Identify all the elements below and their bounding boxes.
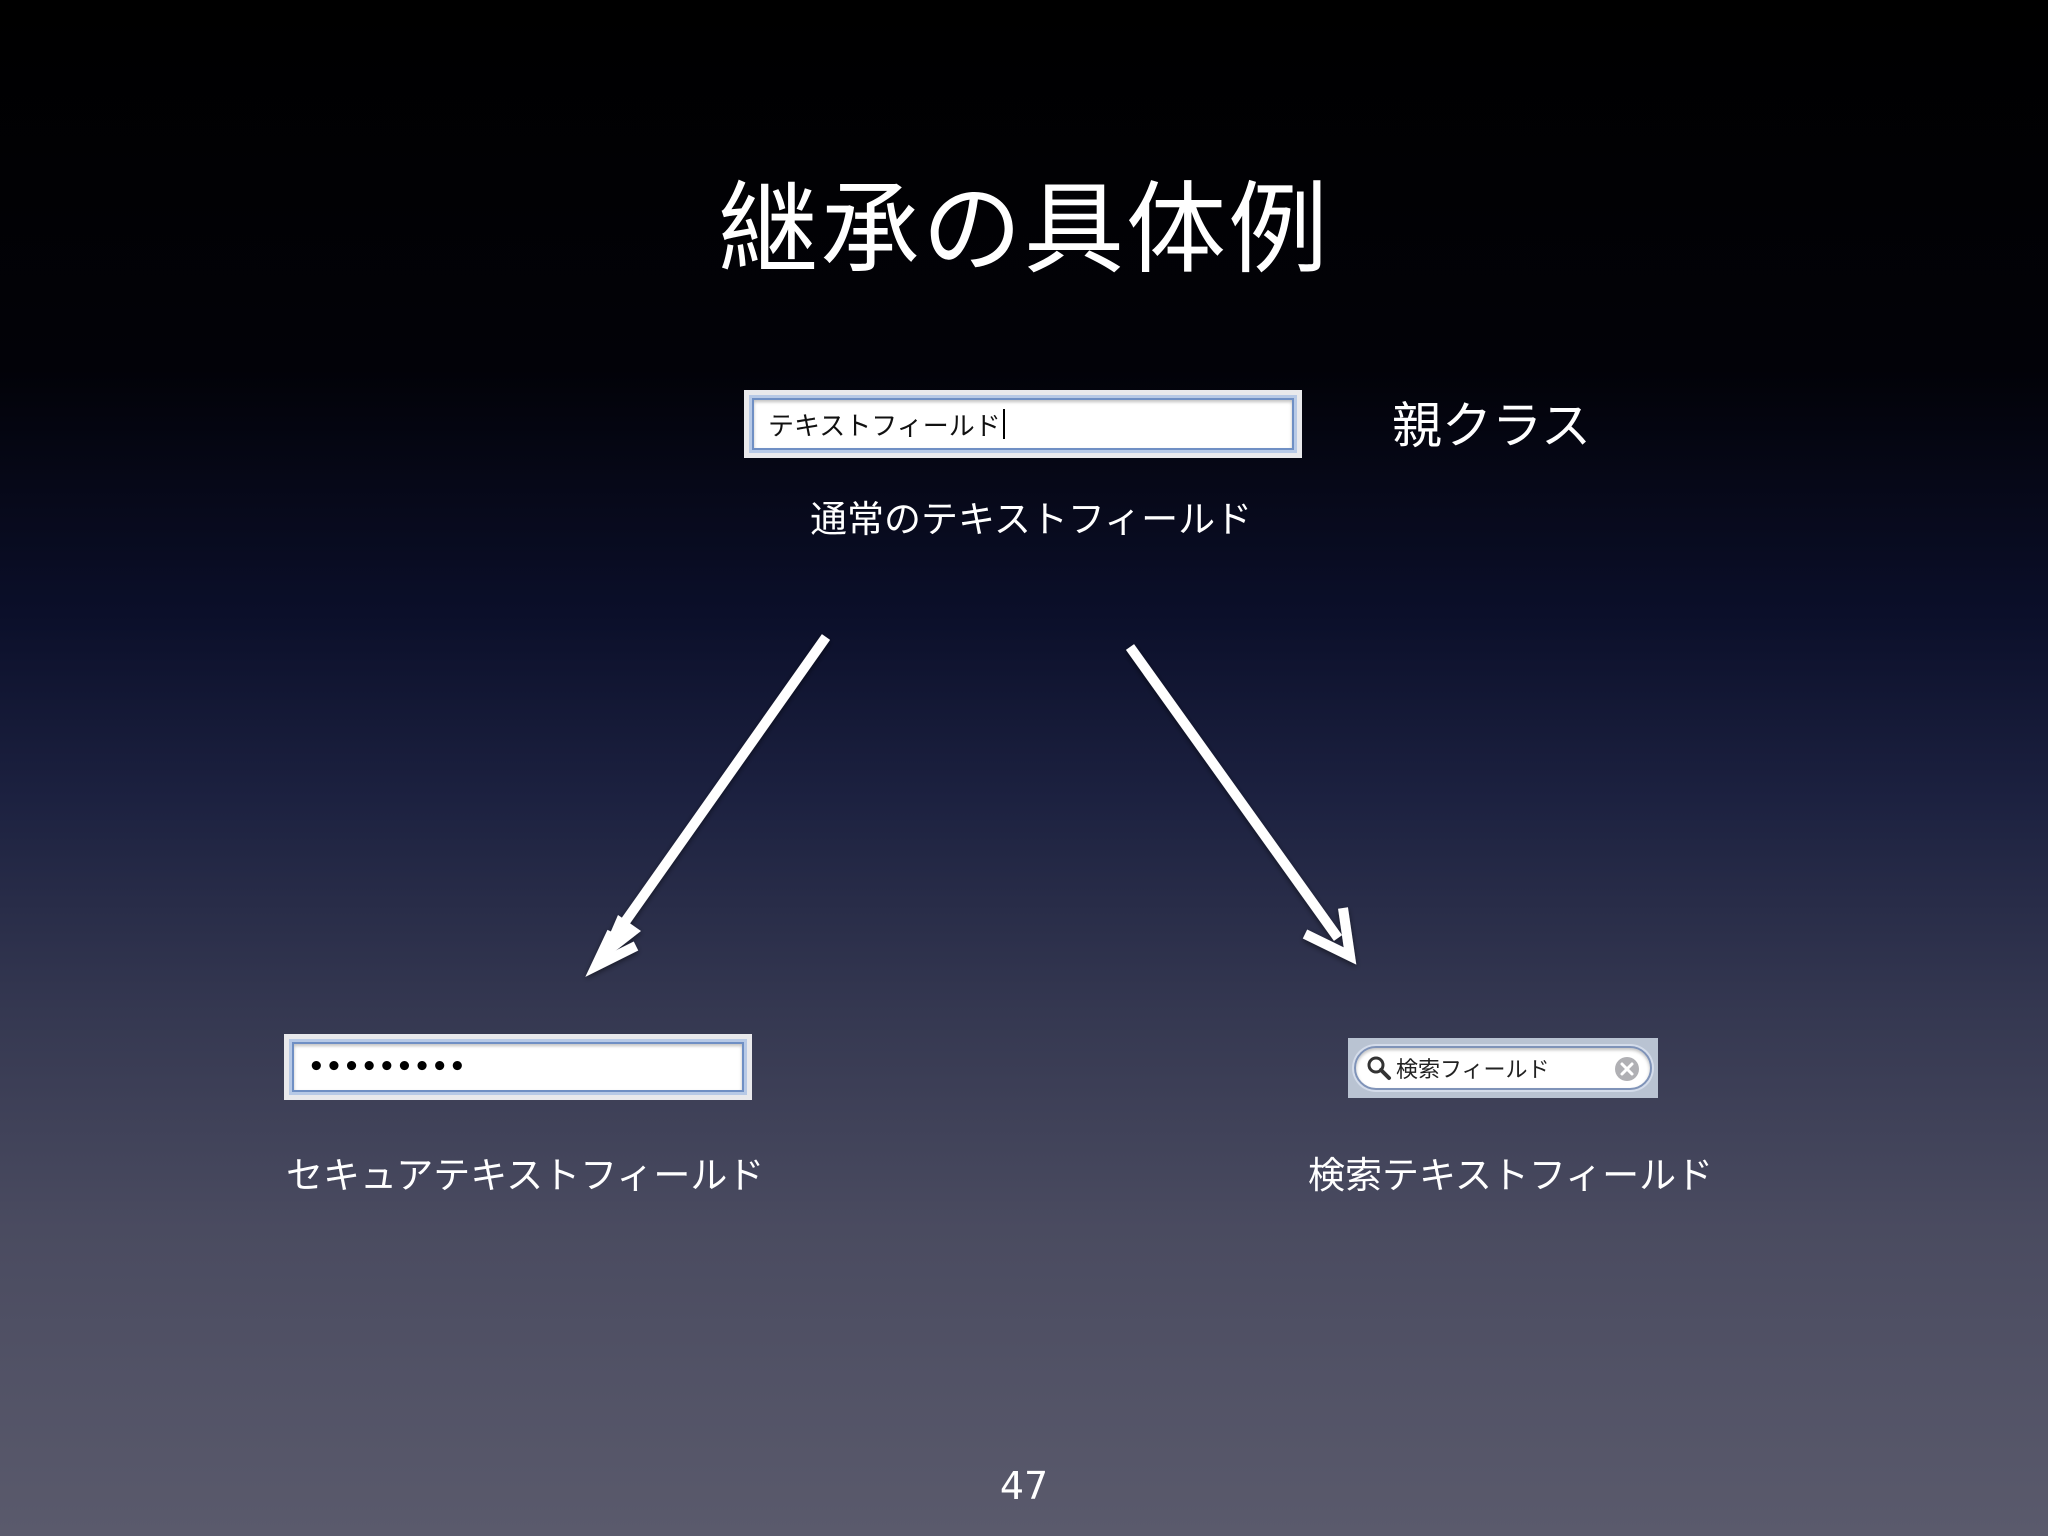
parent-text-field-value: テキストフィールド bbox=[768, 411, 1001, 442]
secure-text-field: ••••••••• bbox=[292, 1042, 744, 1092]
secure-text-field-image: ••••••••• bbox=[284, 1034, 752, 1100]
clear-x-icon bbox=[1615, 1057, 1639, 1081]
slide-title: 継承の具体例 bbox=[718, 171, 1330, 288]
page-number: 47 bbox=[999, 1464, 1049, 1508]
search-text-field-value: 検索フィールド bbox=[1396, 1058, 1550, 1083]
parent-text-field-image: テキストフィールド bbox=[744, 390, 1302, 458]
secure-text-field-value: ••••••••• bbox=[308, 1052, 467, 1082]
search-text-field-image: 検索フィールド bbox=[1348, 1038, 1658, 1098]
text-caret bbox=[1002, 409, 1005, 439]
search-field-caption: 検索テキストフィールド bbox=[1308, 1154, 1714, 1197]
arrow-down-left-icon bbox=[585, 634, 831, 977]
arrow-down-right-icon bbox=[1125, 644, 1357, 965]
secure-field-caption: セキュアテキストフィールド bbox=[286, 1154, 765, 1197]
search-text-field: 検索フィールド bbox=[1354, 1046, 1652, 1090]
parent-field-caption: 通常のテキストフィールド bbox=[810, 498, 1253, 541]
magnifier-icon bbox=[1367, 1056, 1391, 1080]
parent-text-field: テキストフィールド bbox=[752, 398, 1294, 450]
parent-class-label: 親クラス bbox=[1392, 397, 1591, 455]
